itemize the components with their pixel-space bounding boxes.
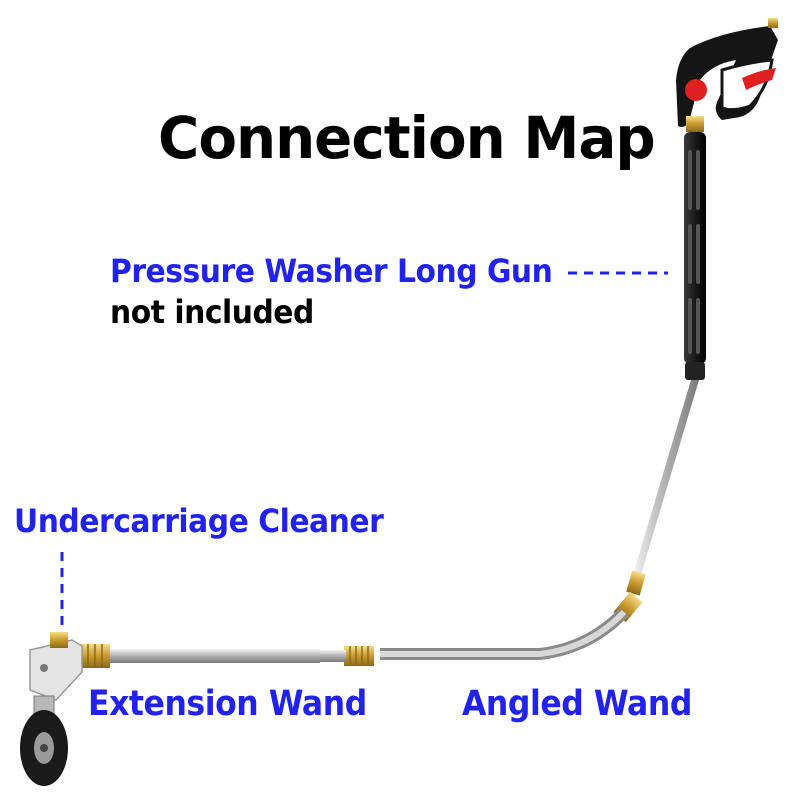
safety-button <box>685 79 707 101</box>
angled-wand-label: Angled Wand <box>462 684 692 724</box>
gun-coupler <box>686 116 704 132</box>
barrel-end-cap <box>685 362 705 380</box>
angled-wand-coupler <box>344 646 374 666</box>
inlet-fitting <box>768 18 778 28</box>
extension-wand-tube <box>108 649 320 663</box>
cleaner-nozzle <box>50 632 68 648</box>
angled-wand <box>344 591 643 666</box>
trigger <box>742 68 776 90</box>
undercarriage-cleaner <box>20 632 83 786</box>
extension-wand-label: Extension Wand <box>88 684 367 724</box>
page-title: Connection Map <box>158 104 656 172</box>
long-gun-note: not included <box>110 293 314 331</box>
gun-barrel-sleeve <box>684 132 706 364</box>
barrel-grip-slots <box>688 150 700 354</box>
undercarriage-cleaner-label: Undercarriage Cleaner <box>14 502 384 540</box>
gun-lance <box>632 380 699 578</box>
pressure-washer-gun <box>626 18 778 596</box>
extension-wand <box>80 644 346 668</box>
long-gun-label: Pressure Washer Long Gun <box>110 252 553 290</box>
lance-tip-coupler <box>626 570 646 596</box>
extension-wand-plug <box>318 650 346 662</box>
cleaner-bracket <box>29 639 83 701</box>
